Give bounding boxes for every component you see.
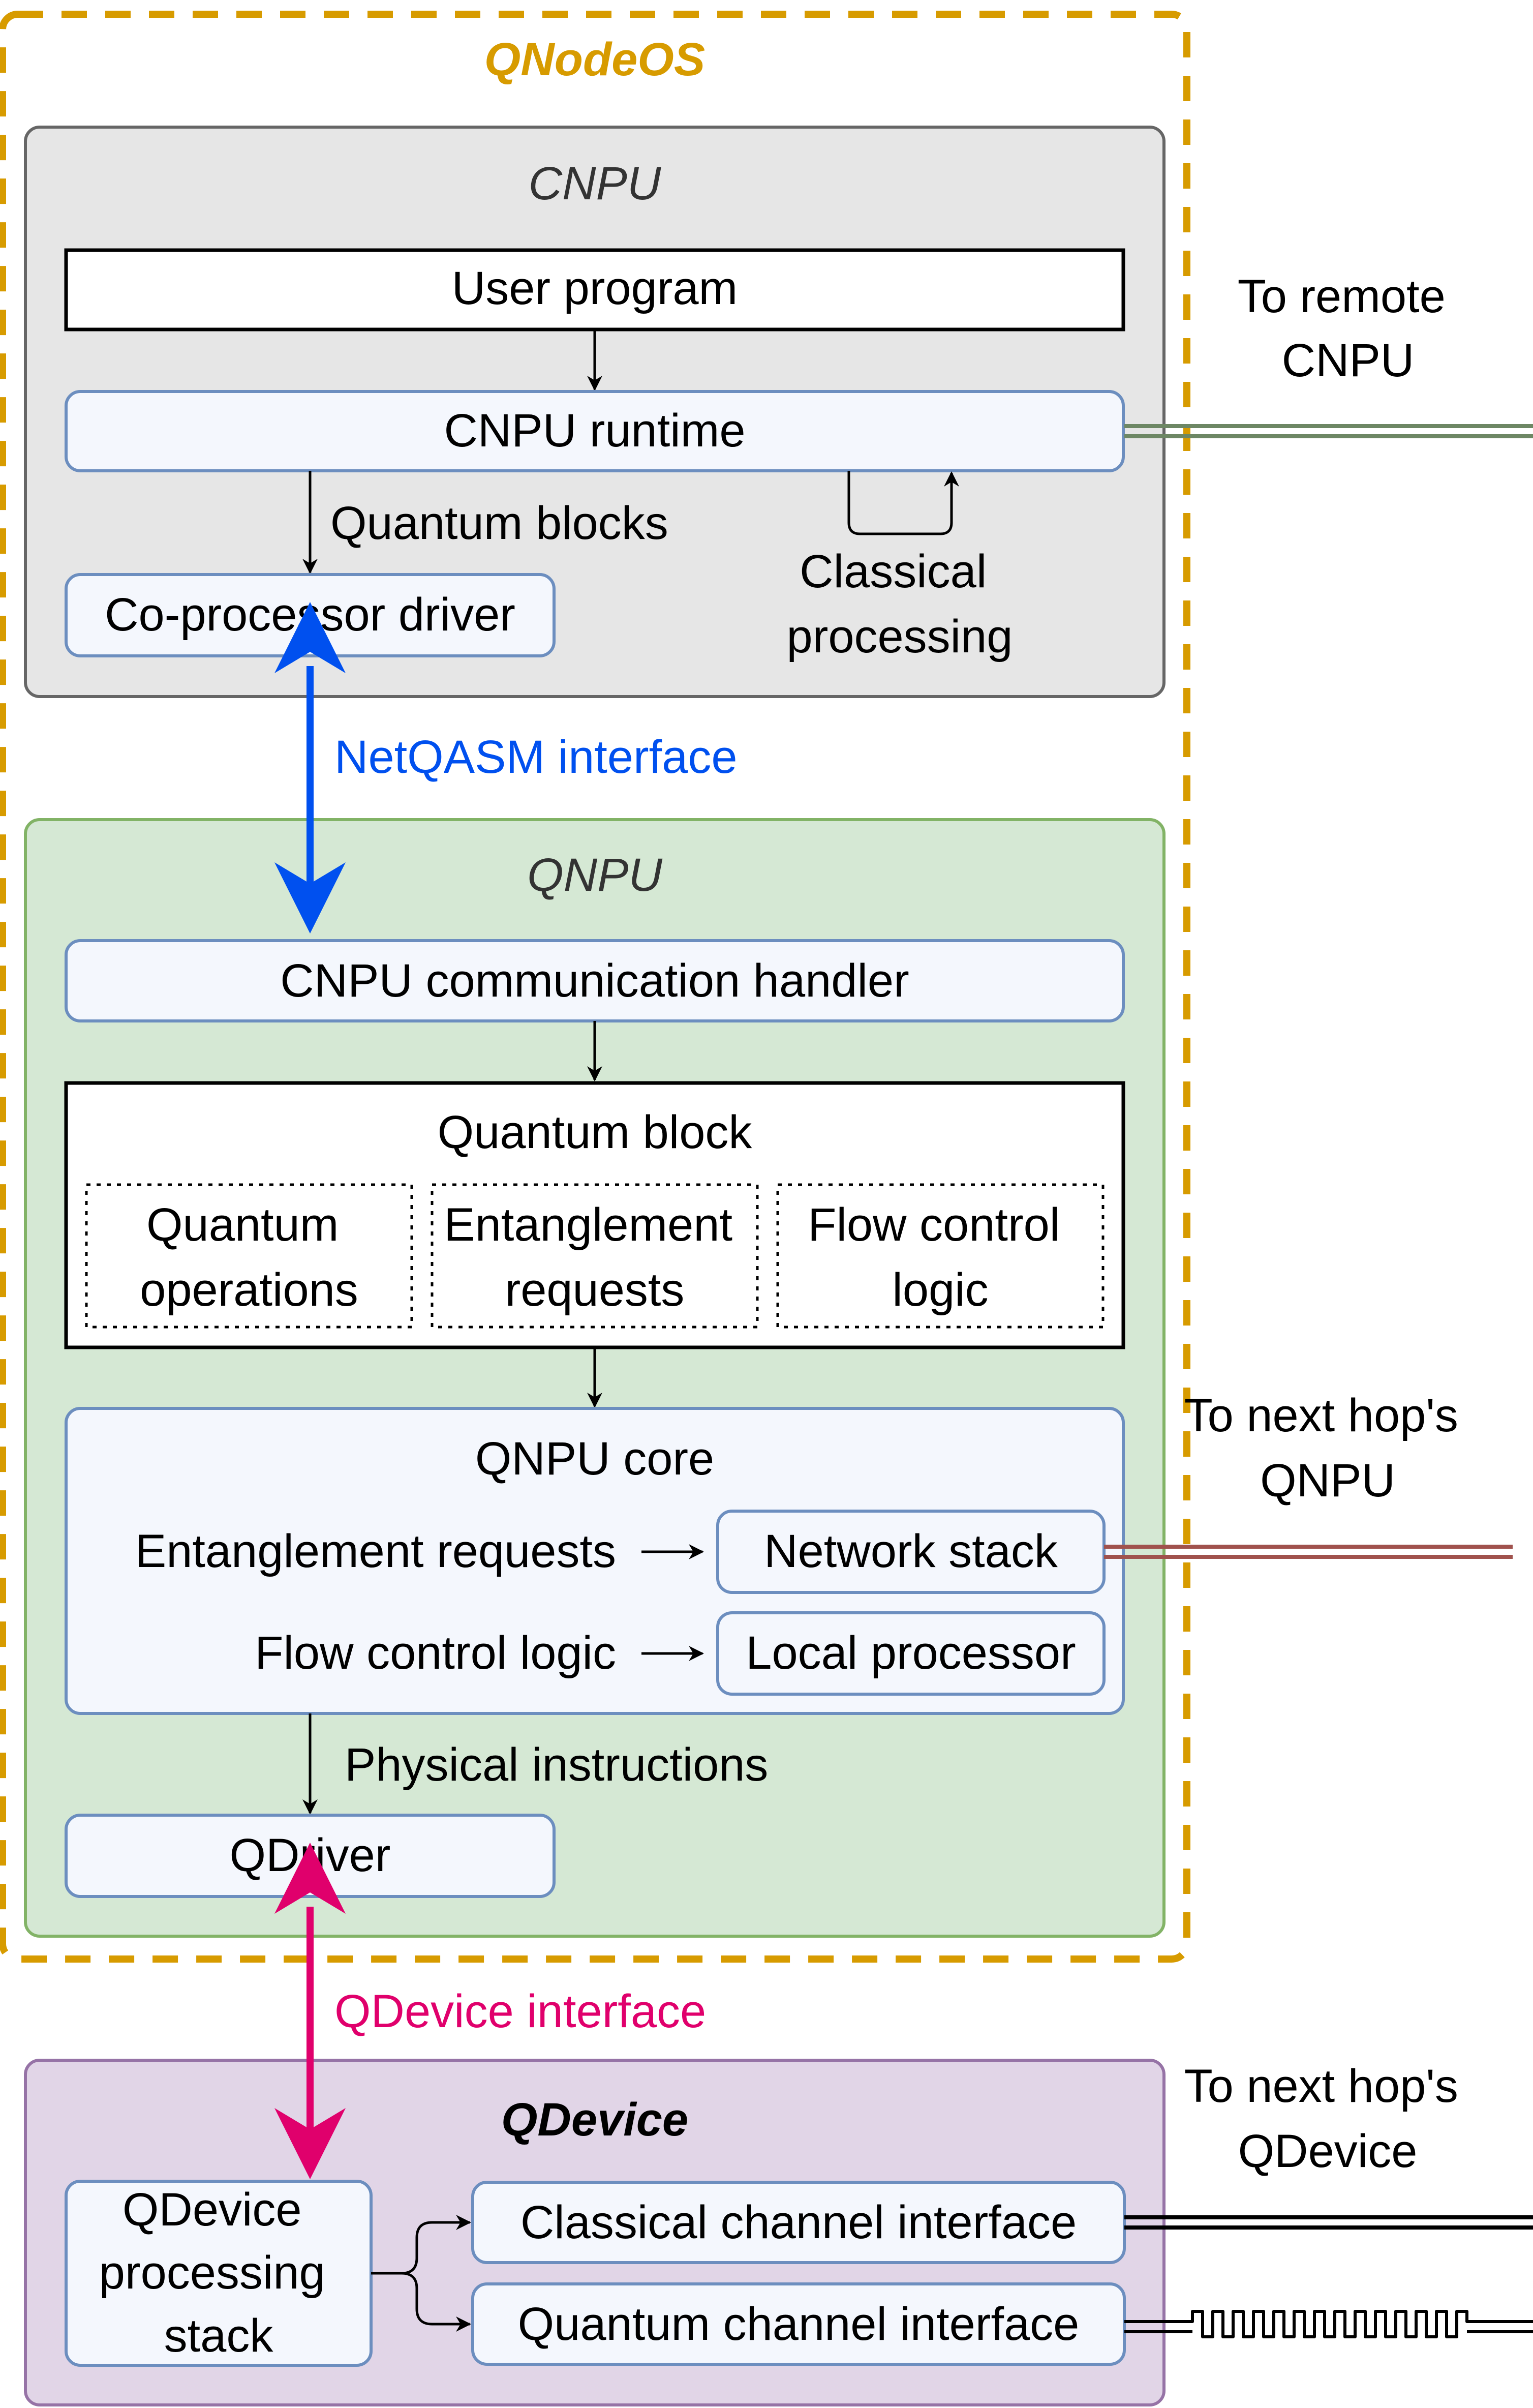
- quantum-channel-link-wave-outer: [1124, 2310, 1533, 2338]
- qnodeos-title: QNodeOS: [484, 34, 705, 85]
- quantum-operations-line-1: Quantum: [146, 1199, 339, 1251]
- quantum-channel-interface-box: [471, 2282, 1126, 2366]
- core-flow-control-logic-label: Flow control logic: [255, 1627, 616, 1679]
- entanglement-requests-line-2: requests: [505, 1264, 685, 1316]
- network-stack-box: [716, 1510, 1106, 1594]
- remote-cnpu-line-1: To remote: [1238, 270, 1446, 322]
- quantum-operations-line-2: operations: [140, 1264, 358, 1316]
- quantum-blocks-label: Quantum blocks: [330, 497, 668, 549]
- comm-handler-label: CNPU communication handler: [280, 955, 909, 1007]
- user-program-box: [64, 248, 1125, 332]
- classical-channel-interface-box: [471, 2181, 1126, 2264]
- classical-processing-loop-arrow: [847, 471, 959, 535]
- next-hop-qdevice-label: To next hop's QDevice: [1184, 2060, 1471, 2177]
- quantum-operations-label: Quantum operations: [140, 1199, 358, 1316]
- network-stack-label: Network stack: [764, 1525, 1058, 1577]
- physical-instructions-label: Physical instructions: [345, 1739, 768, 1791]
- classical-processing-line-1: Classical: [800, 546, 987, 597]
- classical-processing-label: Classical processing: [787, 546, 1013, 663]
- next-hop-qdevice-line-1: To next hop's: [1184, 2060, 1458, 2112]
- local-processor-label: Local processor: [746, 1627, 1076, 1679]
- next-hop-qnpu-label: To next hop's QNPU: [1184, 1390, 1471, 1507]
- next-hop-qnpu-line-2: QNPU: [1260, 1455, 1395, 1507]
- processing-stack-line-1: QDevice: [122, 2184, 302, 2236]
- cnpu-runtime-label: CNPU runtime: [444, 405, 745, 457]
- next-hop-qdevice-line-2: QDevice: [1238, 2125, 1418, 2177]
- quantum-operations-box: [85, 1183, 413, 1329]
- quantum-block-box: [64, 1081, 1125, 1349]
- qdevice-title: QDevice: [501, 2094, 688, 2146]
- entanglement-requests-box: [431, 1183, 759, 1329]
- entanglement-requests-label: Entanglement requests: [444, 1199, 745, 1316]
- core-entanglement-requests-label: Entanglement requests: [135, 1525, 616, 1577]
- user-program-label: User program: [452, 262, 738, 314]
- qdevice-interface-label: QDevice interface: [334, 1985, 706, 2037]
- flow-control-logic-box: [776, 1183, 1105, 1329]
- entanglement-requests-line-1: Entanglement: [444, 1199, 732, 1251]
- arrow-stack-to-classical-channel: [371, 2215, 471, 2275]
- netqasm-interface-label: NetQASM interface: [334, 731, 738, 783]
- processing-stack-line-3: stack: [164, 2310, 274, 2362]
- quantum-block-title: Quantum block: [438, 1106, 753, 1158]
- flow-control-logic-line-2: logic: [892, 1264, 988, 1316]
- remote-cnpu-line-2: CNPU: [1282, 335, 1415, 386]
- flow-control-logic-label: Flow control logic: [808, 1199, 1073, 1316]
- qdevice-processing-stack-label: QDevice processing stack: [99, 2184, 338, 2362]
- qnodeos-container: [0, 11, 1190, 1963]
- next-hop-qnpu-line-1: To next hop's: [1184, 1390, 1458, 1441]
- coprocessor-driver-label: Co-processor driver: [105, 589, 515, 641]
- remote-cnpu-label: To remote CNPU: [1238, 270, 1459, 386]
- quantum-channel-interface-label: Quantum channel interface: [518, 2298, 1080, 2350]
- classical-processing-line-2: processing: [787, 611, 1013, 663]
- qnpu-title: QNPU: [527, 849, 662, 901]
- cnpu-title: CNPU: [529, 158, 661, 209]
- processing-stack-line-2: processing: [99, 2247, 325, 2299]
- qdriver-label: QDriver: [230, 1829, 391, 1881]
- arrow-stack-to-quantum-channel: [401, 2272, 471, 2332]
- flow-control-logic-line-1: Flow control: [808, 1199, 1060, 1251]
- cnpu-runtime-box: [65, 390, 1125, 472]
- local-processor-box: [716, 1611, 1106, 1696]
- classical-channel-interface-label: Classical channel interface: [520, 2196, 1077, 2248]
- qnpu-core-title: QNPU core: [475, 1433, 714, 1485]
